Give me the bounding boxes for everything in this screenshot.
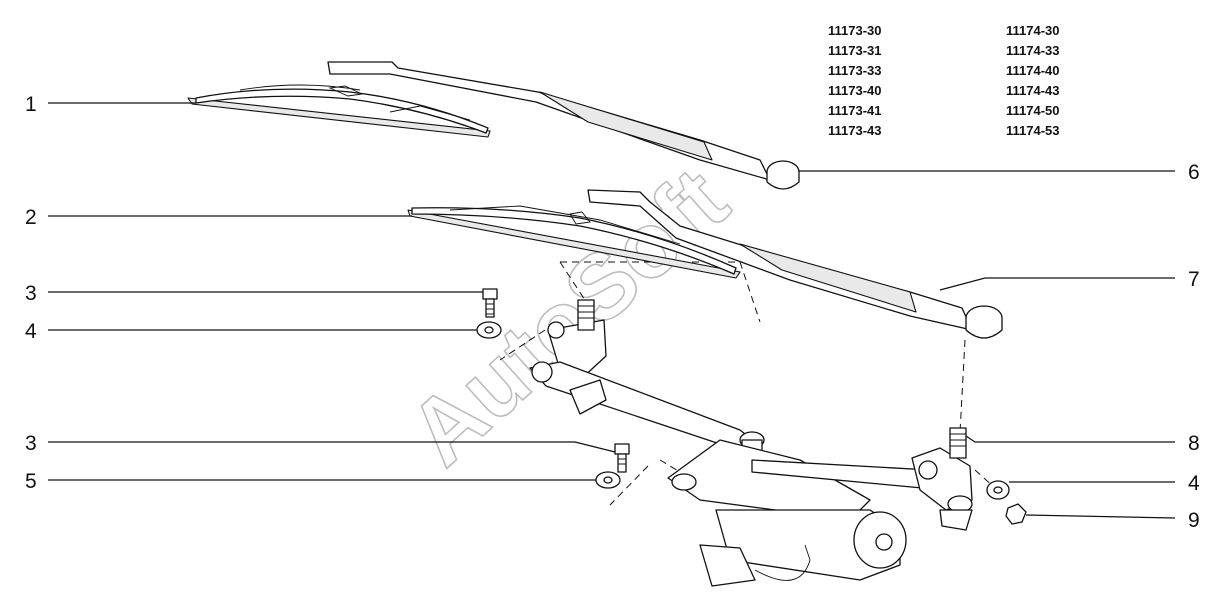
model-code: 11174-33 [1006, 43, 1060, 58]
fasteners [476, 288, 1027, 525]
bolt-lower [614, 443, 630, 473]
wiper-blade-lower [407, 205, 741, 279]
callout-label: 9 [1188, 509, 1200, 532]
callout-label: 5 [25, 470, 37, 493]
model-code: 11174-50 [1006, 103, 1060, 118]
callout-label: 1 [25, 93, 37, 116]
callout-label: 4 [1188, 472, 1200, 495]
wiper-arm-upper [327, 61, 800, 190]
callout-label: 8 [1188, 432, 1200, 455]
callout-label: 3 [25, 432, 37, 455]
wiper-blade-upper [187, 84, 491, 138]
callout-label: 4 [25, 320, 37, 343]
callout-label: 7 [1188, 268, 1200, 291]
callout-label: 3 [25, 282, 37, 305]
callout-label: 6 [1188, 161, 1200, 184]
model-code: 11174-40 [1006, 63, 1060, 78]
wiper-arm-lower [587, 189, 1003, 339]
model-code-table: 11173-30 11173-31 11173-33 11173-40 1117… [828, 23, 1060, 138]
wiper-linkage-assembly [529, 299, 973, 587]
model-code: 11173-33 [828, 63, 882, 78]
washer-upper [476, 321, 502, 339]
nut-right [1005, 503, 1027, 525]
callout-numbers: 1 2 3 4 3 5 6 7 8 4 9 [25, 93, 1200, 532]
model-code: 11174-53 [1006, 123, 1060, 138]
model-code: 11173-30 [828, 23, 882, 38]
bolt-upper [482, 288, 498, 318]
model-code: 11174-43 [1006, 83, 1060, 98]
model-code: 11174-30 [1006, 23, 1060, 38]
model-code: 11173-40 [828, 83, 882, 98]
callout-label: 2 [25, 206, 37, 229]
washer-right [986, 480, 1010, 500]
leader-lines [48, 102, 1176, 519]
washer-lower [595, 471, 621, 489]
model-code: 11173-41 [828, 103, 882, 118]
model-code: 11173-43 [828, 123, 882, 138]
model-code: 11173-31 [828, 43, 882, 58]
